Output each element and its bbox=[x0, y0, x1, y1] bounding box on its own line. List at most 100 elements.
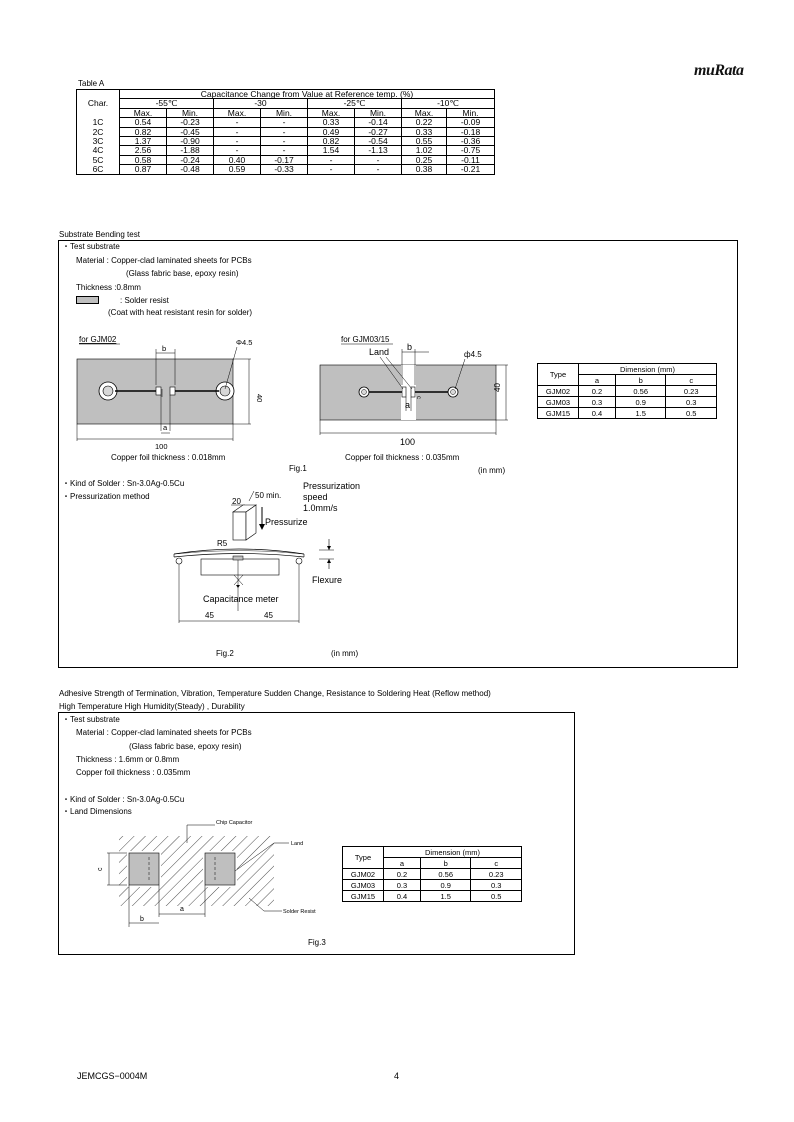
gjm03-substrate-figure: for GJM03/15 Land b a c ф4.5 40 100 bbox=[319, 335, 508, 447]
char-cell: 1C bbox=[76, 117, 120, 128]
solder-resist-label: Solder Resist bbox=[283, 909, 316, 915]
land-dimension-figure: Chip Capacitor Land Solder Resist c a b bbox=[97, 820, 316, 927]
material-note: (Glass fabric base, epoxy resin) bbox=[126, 269, 239, 278]
temp-header: -30 bbox=[213, 98, 308, 109]
value-cell: 0.38 bbox=[401, 164, 447, 175]
page-number: 4 bbox=[394, 1071, 400, 1081]
solder-resist-text: : Solder resist bbox=[120, 296, 169, 305]
document-id: JEMCGS−0004M bbox=[77, 1071, 148, 1081]
value-cell: -0.21 bbox=[446, 164, 495, 175]
dimension-cell: 0.9 bbox=[614, 396, 667, 408]
fig2-label: Fig.2 bbox=[216, 649, 234, 658]
gjm02-a-label: a bbox=[163, 423, 168, 432]
dimension-cell: 0.2 bbox=[383, 868, 421, 880]
gjm02-b-label: b bbox=[162, 344, 166, 353]
fig2-meter-label: Capacitance meter bbox=[203, 594, 279, 604]
value-cell: -1.13 bbox=[354, 145, 402, 156]
char-cell: 4C bbox=[76, 145, 120, 156]
adhesive-test-box: ・Test substrate Material : Copper-clad l… bbox=[58, 712, 575, 955]
gjm03-40-label: 40 bbox=[493, 383, 502, 392]
type-cell: GJM15 bbox=[342, 890, 384, 902]
fig1-unit: (in mm) bbox=[478, 466, 506, 475]
dimension-cell: 0.5 bbox=[665, 407, 717, 419]
gjm02-substrate-figure: for GJM02 b a Φ4.5 40 100 bbox=[76, 335, 264, 451]
bending-section-title: Substrate Bending test bbox=[59, 230, 140, 239]
adhesive-title-1: Adhesive Strength of Termination, Vibrat… bbox=[59, 689, 491, 698]
gjm02-40-label: 40 bbox=[255, 394, 264, 402]
value-cell: -0.23 bbox=[166, 117, 214, 128]
value-cell: - bbox=[260, 117, 308, 128]
char-cell: 6C bbox=[76, 165, 120, 175]
fig2-50-label: 50 min. bbox=[255, 491, 281, 500]
adh-kind-solder: ・Kind of Solder : Sn-3.0Ag-0.5Cu bbox=[62, 795, 185, 804]
gjm02-phi-label: Φ4.5 bbox=[236, 338, 252, 347]
solder-resist-note: (Coat with heat resistant resin for sold… bbox=[108, 308, 253, 317]
dim-col-c: c bbox=[470, 857, 522, 869]
dimension-cell: 0.2 bbox=[578, 385, 616, 397]
fig2-speed-2: speed bbox=[303, 492, 328, 502]
copper-thickness-left: Copper foil thickness : 0.018mm bbox=[111, 453, 226, 462]
gjm03-title: for GJM03/15 bbox=[341, 335, 390, 344]
dim-dimension-header: Dimension (mm) bbox=[578, 363, 717, 375]
gjm03-100-label: 100 bbox=[400, 437, 415, 447]
dimension-cell: 0.3 bbox=[470, 879, 522, 891]
dimension-cell: 0.4 bbox=[578, 407, 616, 419]
value-cell: 0.22 bbox=[401, 117, 447, 128]
temp-header: -55℃ bbox=[119, 98, 214, 109]
temp-header: -25℃ bbox=[307, 98, 402, 109]
gjm03-b-label: b bbox=[407, 342, 412, 352]
fig2-45a-label: 45 bbox=[205, 611, 214, 620]
adh-land-dims: ・Land Dimensions bbox=[62, 807, 132, 816]
dimension-cell: 1.5 bbox=[419, 890, 472, 902]
land-label: Land bbox=[291, 841, 303, 847]
gjm02-title: for GJM02 bbox=[79, 335, 117, 344]
test-substrate-label: ・Test substrate bbox=[62, 242, 120, 251]
value-cell: 0.59 bbox=[213, 164, 261, 175]
dim-col-c: c bbox=[665, 374, 717, 386]
chip-capacitor-label: Chip Capacitor bbox=[216, 820, 253, 826]
material-text: Material : Copper-clad laminated sheets … bbox=[76, 256, 252, 265]
bending-test-box: ・Test substrate Material : Copper-clad l… bbox=[58, 240, 738, 668]
dimension-cell: 1.5 bbox=[614, 407, 667, 419]
fig2-pressurize-label: Pressurize bbox=[265, 517, 308, 527]
type-cell: GJM15 bbox=[537, 407, 579, 419]
gjm02-100-label: 100 bbox=[155, 442, 168, 451]
adh-material: Material : Copper-clad laminated sheets … bbox=[76, 728, 252, 737]
adh-thickness: Thickness : 1.6mm or 0.8mm bbox=[76, 755, 180, 764]
value-cell: - bbox=[354, 164, 402, 175]
value-cell: -0.48 bbox=[166, 164, 214, 175]
land-a-label: a bbox=[180, 906, 184, 913]
value-cell: -1.88 bbox=[166, 145, 214, 156]
value-cell: 0.54 bbox=[119, 117, 167, 128]
gjm03-land-label: Land bbox=[369, 347, 389, 357]
value-cell: - bbox=[260, 145, 308, 156]
fig2-speed-3: 1.0mm/s bbox=[303, 503, 338, 513]
type-cell: GJM03 bbox=[342, 879, 384, 891]
dimension-cell: 0.3 bbox=[665, 396, 717, 408]
dim-dimension-header: Dimension (mm) bbox=[383, 846, 522, 858]
dim-col-b: b bbox=[614, 374, 667, 386]
fig3-label: Fig.3 bbox=[308, 938, 326, 947]
fig2-r5-label: R5 bbox=[217, 539, 228, 548]
thickness-text: Thickness :0.8mm bbox=[76, 283, 141, 292]
capacitance-change-table: Capacitance Change from Value at Referen… bbox=[76, 88, 495, 175]
temp-header: -10℃ bbox=[401, 98, 495, 109]
value-cell: -0.33 bbox=[260, 164, 308, 175]
dimension-cell: 0.23 bbox=[470, 868, 522, 880]
dim-col-a: a bbox=[578, 374, 616, 386]
dimension-cell: 0.23 bbox=[665, 385, 717, 397]
dimension-cell: 0.4 bbox=[383, 890, 421, 902]
fig2-unit: (in mm) bbox=[331, 649, 359, 658]
type-cell: GJM02 bbox=[537, 385, 579, 397]
value-cell: - bbox=[213, 145, 261, 156]
value-cell: 1.54 bbox=[307, 145, 355, 156]
